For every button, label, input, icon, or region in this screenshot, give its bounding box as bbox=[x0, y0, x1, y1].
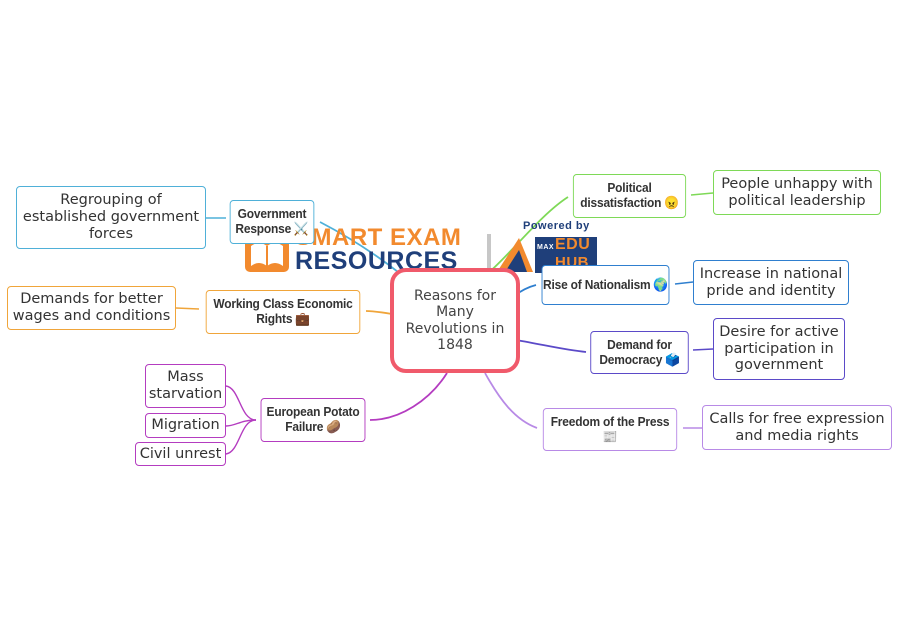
branch-label: Rise of Nationalism bbox=[543, 276, 651, 292]
detail-government-response[interactable]: Regrouping of established government for… bbox=[16, 186, 206, 249]
detail-working-class[interactable]: Demands for better wages and conditions bbox=[7, 286, 176, 330]
detail-migration[interactable]: Migration bbox=[145, 413, 226, 438]
detail-freedom-of-the-press[interactable]: Calls for free expression and media righ… bbox=[702, 405, 892, 450]
branch-political-dissatisfaction[interactable]: Political dissatisfaction😠 bbox=[572, 174, 687, 218]
detail-label: Demands for better wages and conditions bbox=[12, 291, 171, 324]
link-political-detail bbox=[690, 192, 714, 196]
branch-label: Government Response bbox=[235, 206, 307, 236]
detail-label: Regrouping of established government for… bbox=[22, 192, 200, 242]
link-working-detail bbox=[175, 307, 200, 310]
newspaper-icon: 📰 bbox=[602, 428, 618, 444]
link-potato-mass bbox=[225, 385, 257, 421]
central-topic-label: Reasons for Many Revolutions in 1848 bbox=[405, 288, 505, 353]
link-center-potato bbox=[369, 372, 448, 421]
detail-mass-starvation[interactable]: Mass starvation bbox=[145, 364, 226, 408]
branch-demand-for-democracy[interactable]: Demand for Democracy🗳️ bbox=[590, 331, 689, 374]
detail-label: Desire for active participation in gover… bbox=[719, 323, 839, 374]
link-center-government bbox=[319, 221, 399, 273]
branch-government-response[interactable]: Government Response⚔️ bbox=[229, 200, 315, 244]
branch-label: Demand for Democracy bbox=[599, 336, 672, 367]
central-topic[interactable]: Reasons for Many Revolutions in 1848 bbox=[390, 268, 520, 373]
branch-label: Working Class Economic Rights bbox=[213, 296, 353, 326]
link-center-political bbox=[485, 196, 569, 276]
branch-freedom-of-the-press[interactable]: Freedom of the Press📰 bbox=[542, 408, 678, 451]
branch-label: Freedom of the Press bbox=[550, 413, 670, 429]
angry-face-icon: 😠 bbox=[664, 195, 679, 210]
link-democracy-detail bbox=[692, 348, 714, 351]
detail-demand-for-democracy[interactable]: Desire for active participation in gover… bbox=[713, 318, 845, 380]
detail-rise-of-nationalism[interactable]: Increase in national pride and identity bbox=[693, 260, 849, 305]
branch-rise-of-nationalism[interactable]: Rise of Nationalism🌍 bbox=[541, 265, 670, 305]
link-center-democracy bbox=[515, 339, 587, 353]
globe-icon: 🌍 bbox=[653, 276, 668, 292]
ballot-box-icon: 🗳️ bbox=[664, 351, 680, 367]
link-center-press bbox=[484, 372, 538, 429]
detail-label: Migration bbox=[151, 417, 220, 434]
logo-powered-by: Powered by bbox=[523, 220, 590, 232]
briefcase-icon: 💼 bbox=[295, 311, 310, 326]
detail-political-dissatisfaction[interactable]: People unhappy with political leadership bbox=[713, 170, 881, 215]
detail-label: Mass starvation bbox=[148, 369, 223, 402]
logo-line-1: SMART EXAM bbox=[295, 224, 462, 251]
logo-edu: EDU bbox=[555, 236, 591, 253]
branch-label: European Potato Failure bbox=[266, 404, 360, 434]
branch-potato-failure[interactable]: European Potato Failure🥔 bbox=[260, 398, 366, 442]
crossed-swords-icon: ⚔️ bbox=[293, 221, 309, 236]
logo-mini-text: MAX bbox=[537, 244, 555, 251]
potato-icon: 🥔 bbox=[325, 419, 341, 434]
link-center-working bbox=[365, 310, 393, 315]
detail-label: Calls for free expression and media righ… bbox=[709, 410, 885, 444]
detail-label: Civil unrest bbox=[139, 445, 222, 462]
detail-label: People unhappy with political leadership bbox=[721, 175, 873, 209]
detail-civil-unrest[interactable]: Civil unrest bbox=[135, 442, 226, 466]
link-nationalism-detail bbox=[674, 281, 694, 285]
branch-label: Political dissatisfaction bbox=[580, 180, 662, 210]
link-potato-unrest bbox=[225, 419, 257, 455]
detail-label: Increase in national pride and identity bbox=[699, 265, 843, 299]
branch-working-class[interactable]: Working Class Economic Rights💼 bbox=[205, 290, 361, 334]
